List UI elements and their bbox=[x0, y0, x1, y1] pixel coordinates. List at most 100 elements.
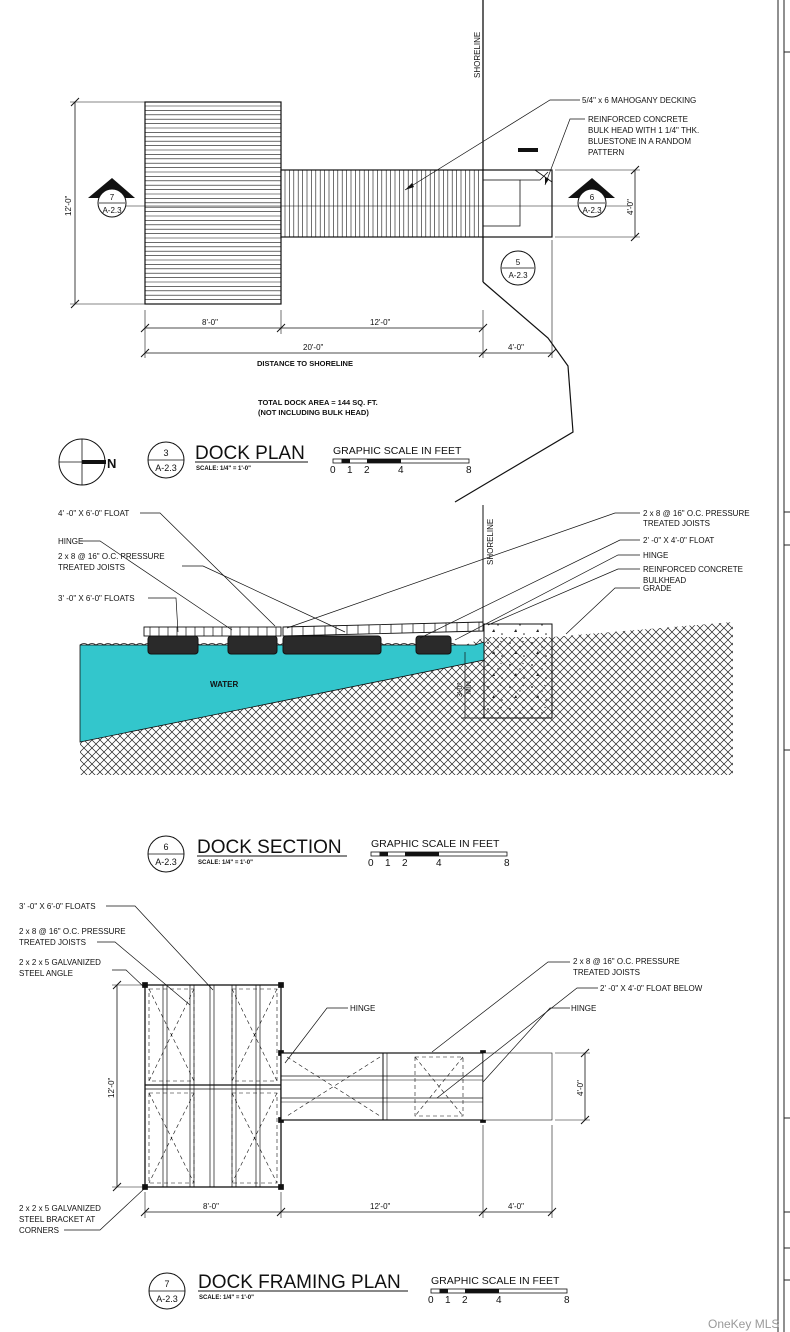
svg-text:A-2.3: A-2.3 bbox=[156, 1294, 178, 1304]
framing-dim-12ft-bottom: 12'-0" bbox=[370, 1202, 391, 1211]
scale-tick-label: 1 bbox=[385, 858, 391, 869]
framing-dim-8ft-bottom: 8'-0" bbox=[203, 1202, 219, 1211]
scale-tick-label: 4 bbox=[436, 858, 442, 869]
framing-joists-right-1: 2 x 8 @ 16" O.C. PRESSURE bbox=[573, 957, 680, 966]
dock-section-heading: DOCK SECTION bbox=[197, 837, 342, 858]
main-float-outlines bbox=[148, 988, 278, 1184]
float-2x4-note: 2' -0" X 4'-0" FLOAT bbox=[643, 536, 714, 545]
bulkhead-note-line4: PATTERN bbox=[588, 148, 624, 157]
graphic-scale-title: GRAPHIC SCALE IN FEET bbox=[431, 1275, 560, 1287]
section-marker-right: 6 A-2.3 bbox=[568, 178, 615, 218]
bulkhead-section-line1: REINFORCED CONCRETE bbox=[643, 565, 743, 574]
scale-tick-label: 0 bbox=[330, 465, 336, 476]
svg-text:SCALE: 1/4" = 1'-0": SCALE: 1/4" = 1'-0" bbox=[199, 1295, 254, 1301]
dock-section-title: 6 A-2.3 DOCK SECTION SCALE: 1/4" = 1'-0" bbox=[147, 835, 347, 873]
scale-tick-label: 2 bbox=[462, 1295, 468, 1306]
dock-section: WATER SHORELINE 3'-0" MIN. bbox=[58, 505, 750, 873]
svg-text:SCALE: 1/4" = 1'-0": SCALE: 1/4" = 1'-0" bbox=[196, 466, 251, 472]
scale-tick-label: 8 bbox=[564, 1295, 570, 1306]
svg-text:6: 6 bbox=[590, 193, 595, 202]
scale-tick-label: 8 bbox=[504, 858, 510, 869]
framing-dim-4ft-bottom: 4'-0" bbox=[508, 1202, 524, 1211]
dim-8ft-label: 8'-0" bbox=[202, 318, 218, 327]
framing-joists-right-2: TREATED JOISTS bbox=[573, 968, 640, 977]
dim-4ft-bottom-label: 4'-0" bbox=[508, 343, 524, 352]
scale-tick-label: 1 bbox=[347, 465, 353, 476]
float-4x6 bbox=[282, 635, 382, 655]
framing-hinge-right: HINGE bbox=[571, 1004, 596, 1013]
framing-bracket-2: STEEL BRACKET AT bbox=[19, 1215, 95, 1224]
dim-12ft-label: 12'-0" bbox=[64, 195, 73, 216]
svg-text:7: 7 bbox=[164, 1279, 169, 1289]
framing-angle-1: 2 x 2 x 5 GALVANIZED bbox=[19, 958, 101, 967]
graphic-scale-title: GRAPHIC SCALE IN FEET bbox=[333, 445, 462, 457]
scale-bar-segment bbox=[341, 459, 350, 463]
min-depth-text: MIN. bbox=[466, 679, 473, 694]
area-exclusion-note: (NOT INCLUDING BULK HEAD) bbox=[258, 408, 369, 417]
dim-12ft-bottom-label: 12'-0" bbox=[370, 318, 391, 327]
section-shoreline-label: SHORELINE bbox=[486, 519, 495, 565]
framing-leaders bbox=[64, 905, 598, 1231]
framing-floats-note: 3' -0" X 6'-0" FLOATS bbox=[19, 902, 96, 911]
section-marker-left: 7 A-2.3 bbox=[88, 178, 135, 218]
scale-bar-segment bbox=[379, 852, 388, 856]
bulkhead-note-line3: BLUESTONE IN A RANDOM bbox=[588, 137, 691, 146]
watermark: OneKey MLS bbox=[708, 1317, 779, 1331]
hinge-right-note: HINGE bbox=[643, 551, 668, 560]
framing-bracket-1: 2 x 2 x 5 GALVANIZED bbox=[19, 1204, 101, 1213]
dim-4ft-label: 4'-0" bbox=[626, 199, 635, 215]
bulkhead-section bbox=[483, 623, 553, 719]
shoreline-label: SHORELINE bbox=[473, 32, 482, 78]
framing-joists-left-2: TREATED JOISTS bbox=[19, 938, 86, 947]
dock-plan-title: 3 A-2.3 DOCK PLAN SCALE: 1/4" = 1'-0" bbox=[147, 441, 308, 479]
main-deck-section bbox=[143, 626, 282, 637]
main-frame-joists bbox=[142, 982, 486, 1190]
min-depth-dim: 3'-0" bbox=[457, 683, 464, 697]
svg-text:7: 7 bbox=[110, 193, 115, 202]
dock-framing-plan: 12'-0" 4'-0" 8'-0" 12'-0" 4'-0" 3' - bbox=[19, 902, 703, 1310]
dock-framing-title: 7 A-2.3 DOCK FRAMING PLAN SCALE: 1/4" = … bbox=[148, 1272, 408, 1310]
joist-ticks bbox=[149, 622, 480, 636]
svg-text:A-2.3: A-2.3 bbox=[155, 463, 177, 473]
ramp-decking bbox=[284, 170, 484, 237]
svg-text:3: 3 bbox=[163, 448, 168, 458]
floats-3x6-note: 3' -0" X 6'-0" FLOATS bbox=[58, 594, 135, 603]
float-3x6-left bbox=[147, 635, 199, 655]
framing-bracket-3: CORNERS bbox=[19, 1226, 59, 1235]
scale-bar-segment bbox=[367, 459, 401, 463]
sheet-border bbox=[777, 0, 790, 1332]
hinge-left-note: HINGE bbox=[58, 537, 83, 546]
dim-20ft-label: 20'-0" bbox=[303, 343, 324, 352]
water-label: WATER bbox=[210, 680, 239, 689]
framing-main-dock bbox=[144, 984, 282, 1188]
north-arrow: N bbox=[58, 438, 116, 486]
svg-text:A-2.3: A-2.3 bbox=[508, 271, 528, 280]
svg-text:A-2.3: A-2.3 bbox=[102, 206, 122, 215]
scale-tick-label: 2 bbox=[364, 465, 370, 476]
framing-dim-12ft: 12'-0" bbox=[107, 1077, 116, 1098]
scale-tick-label: 4 bbox=[398, 465, 404, 476]
framing-joists-left-1: 2 x 8 @ 16" O.C. PRESSURE bbox=[19, 927, 126, 936]
svg-text:N: N bbox=[107, 456, 116, 471]
svg-text:6: 6 bbox=[163, 842, 168, 852]
joists-left-line2: TREATED JOISTS bbox=[58, 563, 125, 572]
scale-tick-label: 0 bbox=[368, 858, 374, 869]
main-dock-decking bbox=[145, 105, 281, 305]
bulkhead-note-line1: REINFORCED CONCRETE bbox=[588, 115, 688, 124]
scale-tick-label: 1 bbox=[445, 1295, 451, 1306]
svg-text:A-2.3: A-2.3 bbox=[155, 857, 177, 867]
scale-tick-label: 8 bbox=[466, 465, 472, 476]
framing-ramp bbox=[280, 1052, 484, 1121]
joists-right-line1: 2 x 8 @ 16" O.C. PRESSURE bbox=[643, 509, 750, 518]
svg-text:5: 5 bbox=[516, 258, 521, 267]
dock-framing-heading: DOCK FRAMING PLAN bbox=[198, 1272, 401, 1293]
detail-marker: 5 A-2.3 bbox=[500, 250, 536, 286]
joists-right-line2: TREATED JOISTS bbox=[643, 519, 710, 528]
bulkhead-post bbox=[518, 148, 538, 152]
corner-bracket bbox=[278, 982, 284, 988]
framing-dim-4ft: 4'-0" bbox=[576, 1080, 585, 1096]
bulkhead-inner bbox=[482, 179, 521, 227]
